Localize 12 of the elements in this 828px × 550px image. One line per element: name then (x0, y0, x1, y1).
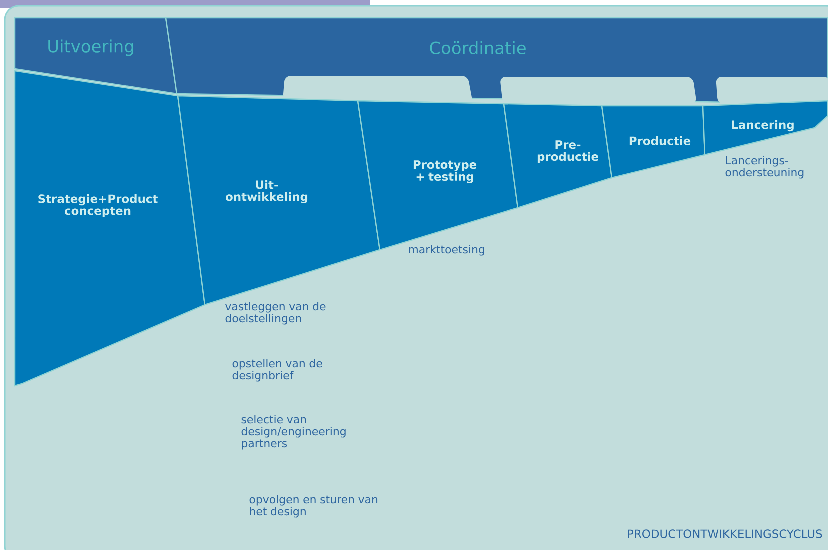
phase-segment: Lancering (702, 100, 828, 156)
phase-segment: Strategie+Product concepten (14, 70, 206, 387)
node-label: Lancering (732, 120, 794, 132)
phase-segment: Pre- productie (503, 103, 613, 209)
node-label: Coördinatie (430, 41, 526, 55)
phase-note: opstellen van de designbrief (232, 359, 322, 382)
phase-segment: Productie (601, 105, 706, 179)
phase-note: Lancerings- ondersteuning (726, 156, 804, 179)
caption: PRODUCTONTWIKKELINGSCYCLUS (628, 530, 822, 538)
phase-note: opvolgen en sturen van het design (250, 495, 378, 518)
phase-note: selectie van design/engineering partners (242, 415, 346, 450)
header-band: Uitvoering (14, 17, 178, 95)
